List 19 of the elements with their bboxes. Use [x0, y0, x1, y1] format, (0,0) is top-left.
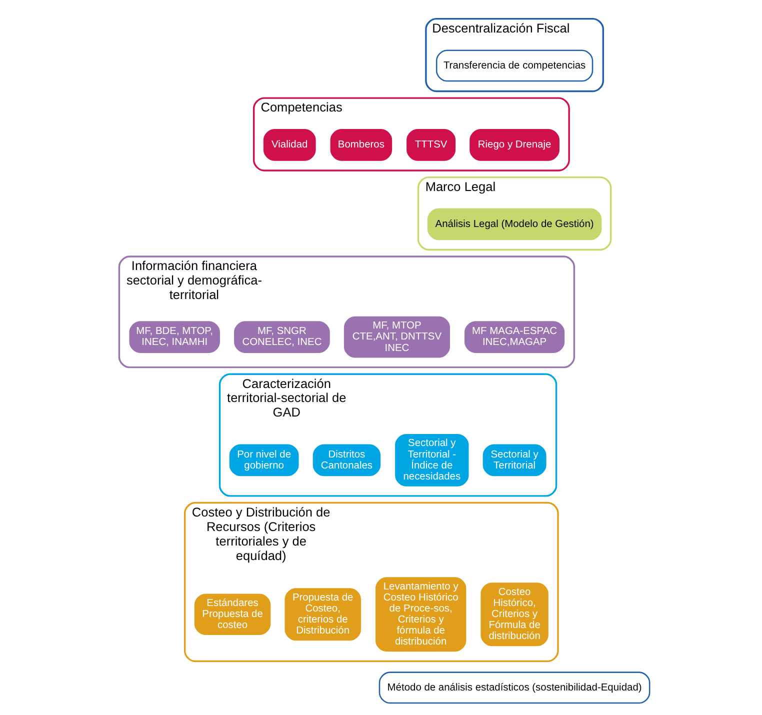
node-box: Sectorial y Territorial - Índice de necesidades — [395, 434, 469, 486]
node-box: Distritos Cantonales — [312, 444, 381, 476]
node-box: Levantamiento y Costeo Histórico de Proce-sos, Criterios y fórmula de distribución — [375, 577, 466, 652]
node-box: Estándares Propuesta de costeo — [194, 594, 271, 636]
node-box: MF, MTOP CTE,ANT, DNTTSV INEC — [344, 316, 450, 358]
node-box: Riego y Drenaje — [470, 128, 560, 161]
node-box: MF, BDE, MTOP, INEC, INAMHI — [129, 321, 220, 354]
node-box: Análisis Legal (Modelo de Gestión) — [427, 208, 602, 240]
node-box: Vialidad — [263, 128, 316, 161]
node-box: Sectorial y Territorial — [482, 444, 546, 476]
node-box: MF MAGA-ESPAC INEC,MAGAP — [464, 321, 565, 354]
node-box: Por nivel de gobierno — [229, 444, 299, 476]
node-box: Bomberos — [330, 128, 392, 161]
node-box: Transferencia de competencias — [436, 50, 594, 82]
node-box: MF, SNGR CONELEC, INEC — [234, 321, 330, 354]
node-box: Propuesta de Costeo, criterios de Distribución — [284, 588, 361, 641]
node-box: Costeo Histórico, Criterios y Fórmula de distribución — [480, 582, 548, 646]
node-box: Método de análisis estadísticos (sostenibilidad-Equidad) — [378, 672, 650, 704]
node-box: TTTSV — [406, 128, 456, 161]
